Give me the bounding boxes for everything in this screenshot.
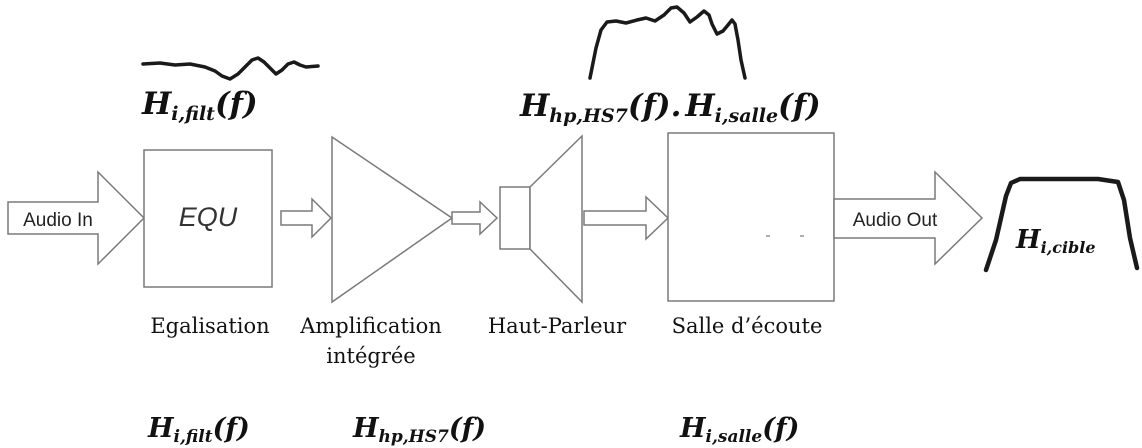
caption-amplification: Amplification <box>299 314 442 338</box>
caption-egalisation: Egalisation <box>150 314 269 338</box>
connector-arrow-2 <box>451 200 499 236</box>
tf-filter-bottom: Hi,filt(f) <box>147 413 250 447</box>
amplifier-triangle <box>331 135 454 304</box>
connector-arrow-3 <box>583 195 670 241</box>
equ-label: EQU <box>179 202 238 232</box>
audio-in-arrow <box>7 170 146 266</box>
filter-response-curve <box>141 56 320 81</box>
audio-in-label: Audio In <box>23 210 93 231</box>
tf-speaker-bottom: Hhp,HS7(f) <box>352 413 486 447</box>
caption-salle: Salle d’écoute <box>672 314 823 338</box>
speaker-magnet <box>499 186 531 250</box>
tf-filter-top: Hi,filt(f) <box>141 86 258 125</box>
tf-speaker-room-top: Hhp,HS7(f).Hi,salle(f) <box>519 88 821 127</box>
caption-haut-parleur: Haut-Parleur <box>488 314 627 338</box>
audio-out-label: Audio Out <box>853 210 938 231</box>
tf-room-bottom: Hi,salle(f) <box>679 413 799 447</box>
equ-block <box>143 149 273 288</box>
connector-arrow-1 <box>280 197 333 239</box>
room-block <box>667 132 835 302</box>
caption-integree: intégrée <box>326 344 415 368</box>
target-response-curve <box>983 176 1140 273</box>
speaker-cone <box>529 134 583 304</box>
audio-out-arrow <box>833 170 984 266</box>
tf-target: Hi,cible <box>1015 225 1096 257</box>
speaker-room-response-curve <box>588 5 747 80</box>
